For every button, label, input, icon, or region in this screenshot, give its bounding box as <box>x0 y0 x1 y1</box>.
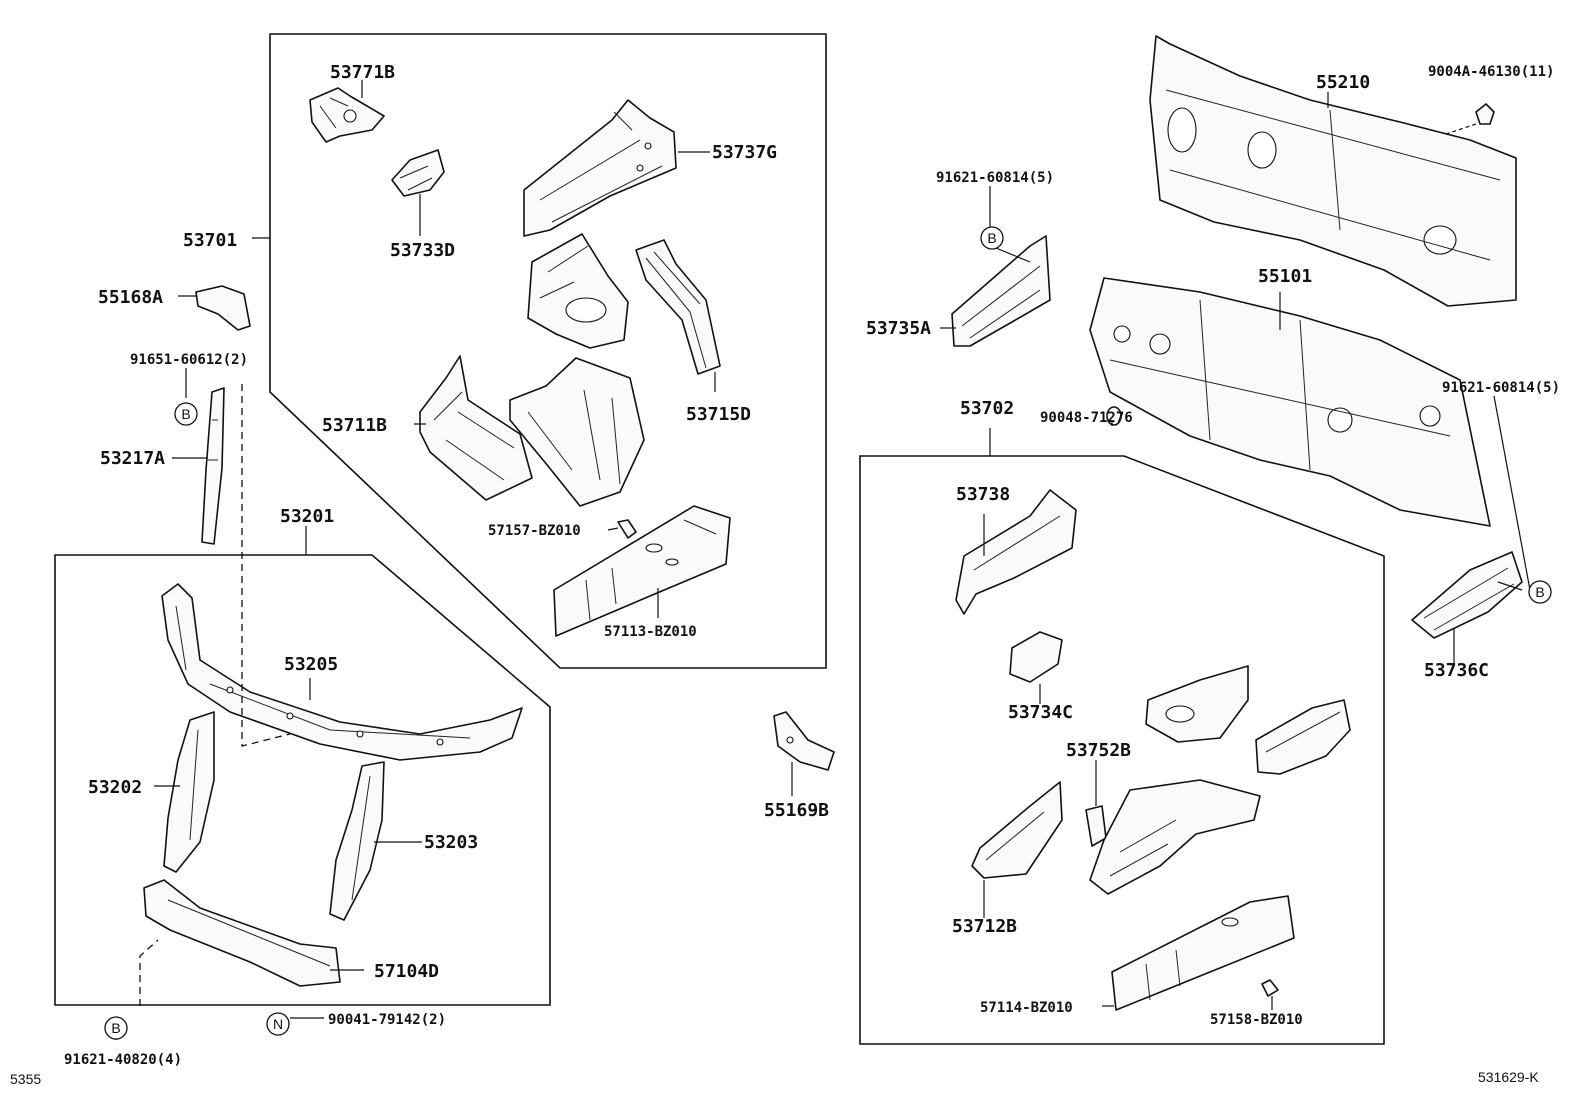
label-53736c: 53736C <box>1424 660 1489 681</box>
label-57158-bz010: 57158-BZ010 <box>1210 1012 1303 1028</box>
label-55168a: 55168A <box>98 287 163 308</box>
part-53203-side-support <box>329 761 385 921</box>
label-53738: 53738 <box>956 484 1010 505</box>
marker-b-3-text: B <box>987 230 996 246</box>
part-53736c-rail <box>1411 551 1523 639</box>
marker-b-3: B <box>980 226 1004 250</box>
part-shock-tower-upper <box>527 233 629 349</box>
label-53771b: 53771B <box>330 62 395 83</box>
label-53205: 53205 <box>284 654 338 675</box>
label-53733d: 53733D <box>390 240 455 261</box>
part-53711b-apron <box>419 355 533 501</box>
group-frame-53702 <box>859 455 1385 1045</box>
part-55169b-bracket <box>773 711 835 771</box>
part-9004a-46130-clip <box>1475 103 1495 125</box>
marker-b-1: B <box>174 402 198 426</box>
marker-b-2-text: B <box>111 1020 120 1036</box>
leader-lines <box>115 80 1531 1040</box>
corner-code-right: 531629-K <box>1478 1069 1539 1085</box>
group-frame-53201 <box>54 554 551 1006</box>
label-53201: 53201 <box>280 506 334 527</box>
marker-b-4: B <box>1528 580 1552 604</box>
part-55210-dash-insulator <box>1149 35 1517 307</box>
part-57114-bz010-member <box>1111 895 1295 1011</box>
part-53737g-rail <box>523 99 677 237</box>
label-53202: 53202 <box>88 777 142 798</box>
part-57113-bz010-member <box>553 505 731 637</box>
part-lower-rail-right <box>1255 699 1351 775</box>
label-57104d: 57104D <box>374 961 439 982</box>
label-53735a: 53735A <box>866 318 931 339</box>
label-53711b: 53711B <box>322 415 387 436</box>
marker-b-1-text: B <box>181 406 190 422</box>
label-90041-79142: 90041-79142(2) <box>328 1012 446 1028</box>
label-57113-bz010: 57113-BZ010 <box>604 624 697 640</box>
label-91621-40820: 91621-40820(4) <box>64 1052 182 1068</box>
part-53771b-bracket <box>309 87 385 143</box>
part-53738-rail <box>955 489 1077 615</box>
part-55101-dash-panel <box>1089 277 1491 527</box>
label-53734c: 53734C <box>1008 702 1073 723</box>
part-55168a-bracket <box>195 285 251 331</box>
marker-b-4-text: B <box>1535 584 1544 600</box>
marker-n: N <box>266 1012 290 1036</box>
corner-code-left: 5355 <box>10 1071 41 1087</box>
label-55101: 55101 <box>1258 266 1312 287</box>
label-53217a: 53217A <box>100 448 165 469</box>
part-53202-side-support <box>163 711 215 873</box>
label-55169b: 55169B <box>764 800 829 821</box>
label-53752b: 53752B <box>1066 740 1131 761</box>
label-53203: 53203 <box>424 832 478 853</box>
label-57114-bz010: 57114-BZ010 <box>980 1000 1073 1016</box>
part-53715d-rail <box>635 239 721 375</box>
label-53715d: 53715D <box>686 404 751 425</box>
dashed-reference-2 <box>139 939 159 1006</box>
label-91621-60814-a: 91621-60814(5) <box>936 170 1054 186</box>
label-53701: 53701 <box>183 230 237 251</box>
label-57157-bz010: 57157-BZ010 <box>488 523 581 539</box>
part-57104d-lower-cross <box>143 879 341 987</box>
part-shock-tower-lower <box>1145 665 1249 743</box>
label-91651-60612: 91651-60612(2) <box>130 352 248 368</box>
part-53752b-bracket <box>1085 805 1107 847</box>
part-53217a-brace <box>201 387 225 545</box>
part-53205-upper-support <box>161 583 523 761</box>
part-53734c-bracket <box>1009 631 1063 683</box>
label-53712b: 53712B <box>952 916 1017 937</box>
part-57158-bz010-clip <box>1261 979 1279 997</box>
part-53712b-apron <box>971 781 1063 879</box>
part-90048-71276-plug <box>1106 406 1122 426</box>
part-53733d-bracket <box>391 149 445 197</box>
part-53735a-rail <box>951 235 1051 347</box>
marker-b-2: B <box>104 1016 128 1040</box>
part-wheelhouse-upper <box>509 357 645 507</box>
label-53702: 53702 <box>960 398 1014 419</box>
label-90048-71276: 90048-71276 <box>1040 410 1133 426</box>
label-53737g: 53737G <box>712 142 777 163</box>
label-55210: 55210 <box>1316 72 1370 93</box>
marker-n-text: N <box>273 1016 283 1032</box>
label-91621-60814-b: 91621-60814(5) <box>1442 380 1560 396</box>
part-57157-bz010-clip <box>617 519 637 539</box>
group-frame-53701 <box>269 33 827 669</box>
part-wheelhouse-lower <box>1089 779 1261 895</box>
dashed-reference-1 <box>241 384 291 747</box>
label-9004a-46130: 9004A-46130(11) <box>1428 64 1554 80</box>
